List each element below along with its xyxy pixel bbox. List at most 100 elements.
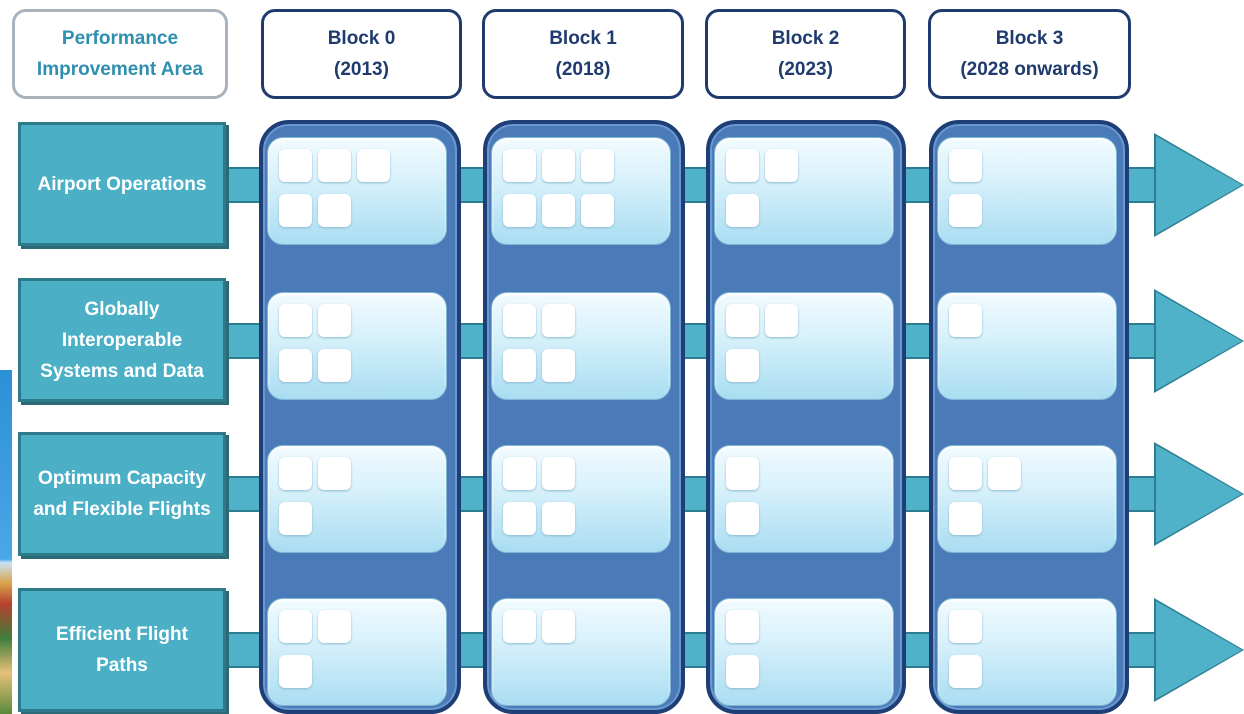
row-label-line: Systems and Data <box>40 360 204 382</box>
capability-card <box>491 137 671 245</box>
row-arrow-head <box>1156 601 1242 699</box>
capability-card <box>267 137 447 245</box>
capability-card <box>267 445 447 553</box>
module-square <box>318 304 351 337</box>
module-square <box>318 610 351 643</box>
capability-card <box>714 598 894 706</box>
module-square <box>726 457 759 490</box>
module-square <box>279 194 312 227</box>
row-label-line: and Flexible Flights <box>33 499 211 520</box>
capability-card <box>267 598 447 706</box>
block-year: (2013) <box>334 59 389 80</box>
capability-card <box>937 598 1117 706</box>
row-label-line: Efficient Flight <box>56 624 188 645</box>
block-title: Block 1 <box>549 28 617 49</box>
row-label-text: Airport Operations <box>38 169 207 200</box>
block-2-header: Block 2 (2023) <box>705 9 906 99</box>
module-square <box>949 610 982 643</box>
module-square <box>988 457 1021 490</box>
module-square <box>279 502 312 535</box>
module-square <box>503 610 536 643</box>
block-year: (2023) <box>778 59 833 80</box>
row-label-line: Airport Operations <box>37 173 207 195</box>
module-square <box>279 304 312 337</box>
module-square <box>279 457 312 490</box>
module-square <box>279 349 312 382</box>
module-square <box>318 457 351 490</box>
module-square <box>726 149 759 182</box>
module-square <box>726 655 759 688</box>
module-square <box>581 149 614 182</box>
module-square <box>949 304 982 337</box>
module-square <box>279 655 312 688</box>
capability-card <box>491 445 671 553</box>
block-1-header: Block 1 (2018) <box>482 9 684 99</box>
module-square <box>503 349 536 382</box>
row-arrow-head <box>1156 445 1242 543</box>
row-label-text: Optimum Capacity and Flexible Flights <box>33 463 210 525</box>
module-square <box>542 502 575 535</box>
row-arrow-head <box>1156 292 1242 390</box>
capability-card <box>937 292 1117 400</box>
module-square <box>503 304 536 337</box>
row-label-airport-operations: Airport Operations <box>18 122 226 246</box>
module-square <box>726 349 759 382</box>
module-square <box>503 502 536 535</box>
module-square <box>503 194 536 227</box>
module-square <box>949 655 982 688</box>
background-image-edge <box>0 370 12 714</box>
module-square <box>318 194 351 227</box>
module-square <box>726 304 759 337</box>
capability-card <box>714 137 894 245</box>
capability-card <box>491 292 671 400</box>
module-square <box>949 502 982 535</box>
module-square <box>726 194 759 227</box>
capability-card <box>937 137 1117 245</box>
module-square <box>542 194 575 227</box>
area-label-line1: Performance <box>61 28 179 49</box>
performance-improvement-area-header: Performance Improvement Area <box>12 9 228 99</box>
module-square <box>357 149 390 182</box>
module-square <box>542 610 575 643</box>
block-year: (2028 onwards) <box>960 59 1099 80</box>
module-square <box>318 149 351 182</box>
row-label-line: Paths <box>96 655 148 676</box>
row-label-line: Interoperable <box>61 329 183 351</box>
module-square <box>542 304 575 337</box>
module-square <box>279 610 312 643</box>
row-label-optimum-capacity: Optimum Capacity and Flexible Flights <box>18 432 226 556</box>
capability-card <box>491 598 671 706</box>
module-square <box>542 349 575 382</box>
module-square <box>765 149 798 182</box>
block-title: Block 3 <box>995 28 1064 49</box>
row-label-line: Optimum Capacity <box>38 468 206 489</box>
capability-card <box>937 445 1117 553</box>
module-square <box>726 610 759 643</box>
capability-card <box>267 292 447 400</box>
block-title: Block 2 <box>771 28 840 49</box>
row-label-line: Globally <box>84 298 160 320</box>
module-square <box>542 457 575 490</box>
module-square <box>949 149 982 182</box>
capability-card <box>714 445 894 553</box>
row-arrow-head <box>1156 136 1242 234</box>
module-square <box>279 149 312 182</box>
module-square <box>949 194 982 227</box>
block-year: (2018) <box>555 59 611 80</box>
module-square <box>503 149 536 182</box>
module-square <box>949 457 982 490</box>
area-label-line2: Improvement Area <box>36 59 204 80</box>
module-square <box>765 304 798 337</box>
capability-card <box>714 292 894 400</box>
module-square <box>542 149 575 182</box>
block-3-header: Block 3 (2028 onwards) <box>928 9 1131 99</box>
module-square <box>318 349 351 382</box>
block-0-header: Block 0 (2013) <box>261 9 462 99</box>
module-square <box>503 457 536 490</box>
block-title: Block 0 <box>327 28 396 49</box>
module-square <box>581 194 614 227</box>
